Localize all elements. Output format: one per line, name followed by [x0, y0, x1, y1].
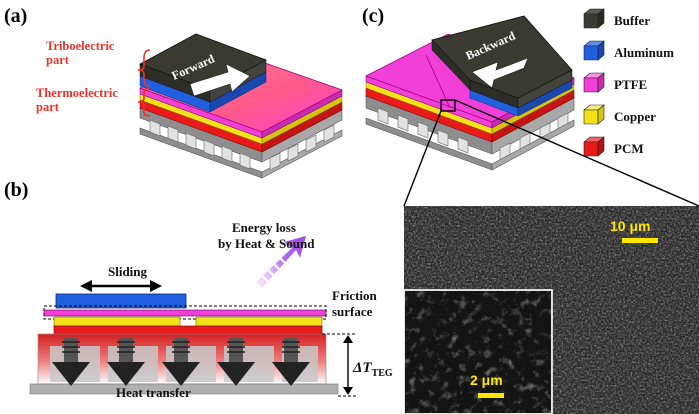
- scale-bar-large: [622, 238, 658, 243]
- delta-t-marker: [322, 333, 356, 397]
- panel-b: (b) Energy loss by Heat & Sound Sliding …: [4, 179, 393, 400]
- thermoelectric-label-line2: part: [36, 100, 60, 114]
- copper-layer-right: [195, 316, 323, 327]
- scale-bar-large-label: 10 μm: [610, 218, 650, 234]
- zoom-region-marker: [440, 99, 456, 112]
- buffer-cube-icon: [583, 8, 605, 29]
- legend-label-copper: Copper: [614, 109, 656, 124]
- energy-loss-arrow-icon: [256, 236, 306, 288]
- aluminum-cube-icon: [583, 40, 605, 61]
- legend-item-copper: Copper: [583, 104, 656, 125]
- copper-layer-left: [53, 316, 181, 327]
- sliding-arrow-icon: [80, 280, 162, 292]
- heat-transfer-label: Heat transfer: [116, 385, 191, 400]
- pcm-cube-icon: [583, 136, 605, 157]
- zoom-line-left: [403, 110, 442, 207]
- base-plate: [29, 383, 339, 395]
- heat-arrow-icon: [107, 338, 145, 386]
- panel-b-label: (b): [4, 179, 28, 201]
- legend-item-pcm: PCM: [583, 136, 644, 157]
- delta-t-label: ΔTTEG: [352, 360, 393, 379]
- panel-c-label: (c): [362, 5, 384, 27]
- heat-transfer-arrows: [52, 338, 310, 386]
- ptfe-cube-icon: [583, 72, 605, 93]
- legend-label-ptfe: PTFE: [614, 77, 647, 92]
- forward-arrow-icon: [189, 63, 251, 97]
- zoom-line-right: [454, 99, 699, 207]
- copper-cube-icon: [583, 104, 605, 125]
- scale-bar-small: [478, 393, 504, 398]
- sem-image-inset: 2 μm: [403, 289, 553, 414]
- scale-bar-small-label: 2 μm: [470, 372, 503, 388]
- legend-item-aluminum: Aluminum: [583, 40, 674, 61]
- panel-c: (c): [362, 5, 699, 207]
- thermoelectric-label-line1: Thermoelectric: [36, 86, 118, 100]
- legend-item-ptfe: PTFE: [583, 72, 647, 93]
- backward-arrow-icon: [471, 57, 529, 89]
- friction-label-line2: surface: [332, 304, 373, 319]
- energy-loss-label-line2: by Heat & Sound: [218, 236, 315, 251]
- panel-a-brackets: [137, 49, 151, 117]
- triboelectric-label-line2: part: [46, 53, 70, 67]
- legend-label-pcm: PCM: [614, 141, 644, 156]
- legend-item-buffer: Buffer: [583, 8, 650, 29]
- heat-arrow-icon: [52, 338, 90, 386]
- heat-arrow-icon: [162, 338, 200, 386]
- energy-loss-label-line1: Energy loss: [232, 220, 296, 235]
- friction-surface-box: [43, 305, 327, 320]
- heat-arrow-icon: [217, 338, 255, 386]
- legend: Buffer Aluminum PTFE Copper: [583, 8, 674, 157]
- triboelectric-label-line1: Triboelectric: [46, 39, 115, 53]
- pcm-layer: [53, 325, 323, 335]
- friction-label-line1: Friction: [332, 288, 378, 303]
- ptfe-layer: [43, 309, 327, 317]
- aluminum-layer: [55, 293, 187, 309]
- panel-a-label: (a): [4, 5, 27, 27]
- sliding-label: Sliding: [108, 264, 148, 279]
- legend-label-buffer: Buffer: [614, 13, 650, 28]
- heat-arrow-icon: [272, 338, 310, 386]
- legend-label-aluminum: Aluminum: [614, 45, 674, 60]
- panel-a: (a): [4, 5, 344, 179]
